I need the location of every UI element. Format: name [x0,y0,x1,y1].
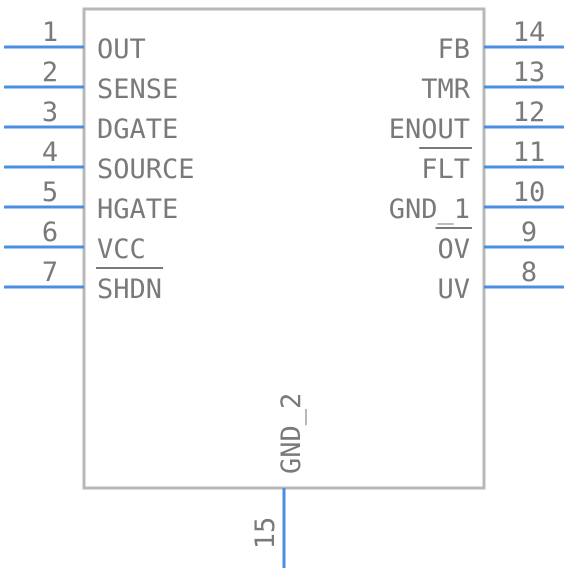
bottom-pin-group: 15 GND_2 [250,393,307,568]
pin-number-4: 4 [42,137,58,168]
pin-label-11: FLT [421,154,470,185]
pin-number-3: 3 [42,97,58,128]
pin-label-6: VCC [97,234,146,265]
pin-number-8: 8 [521,257,537,288]
pin-label-7: SHDN [97,274,162,305]
pin-number-15: 15 [250,517,281,550]
pin-label-4: SOURCE [97,154,195,185]
pin-number-12: 12 [513,97,546,128]
pin-label-2: SENSE [97,74,178,105]
pin-label-8: UV [437,274,470,305]
pin-number-5: 5 [42,177,58,208]
pin-number-13: 13 [513,57,546,88]
pin-number-10: 10 [513,177,546,208]
pin-label-12: ENOUT [389,114,470,145]
pin-label-1: OUT [97,34,146,65]
pin-label-3: DGATE [97,114,178,145]
pin-label-15: GND_2 [276,393,307,474]
pin-number-2: 2 [42,57,58,88]
pin-number-14: 14 [513,17,546,48]
pin-number-7: 7 [42,257,58,288]
pin-label-14: FB [437,34,470,65]
pin-label-9: OV [437,234,470,265]
pin-number-6: 6 [42,217,58,248]
pin-label-5: HGATE [97,194,178,225]
pin-number-11: 11 [513,137,546,168]
pin-number-1: 1 [42,17,58,48]
pin-label-13: TMR [421,74,471,105]
pin-number-9: 9 [521,217,537,248]
pin-label-10: GND_1 [389,194,470,225]
